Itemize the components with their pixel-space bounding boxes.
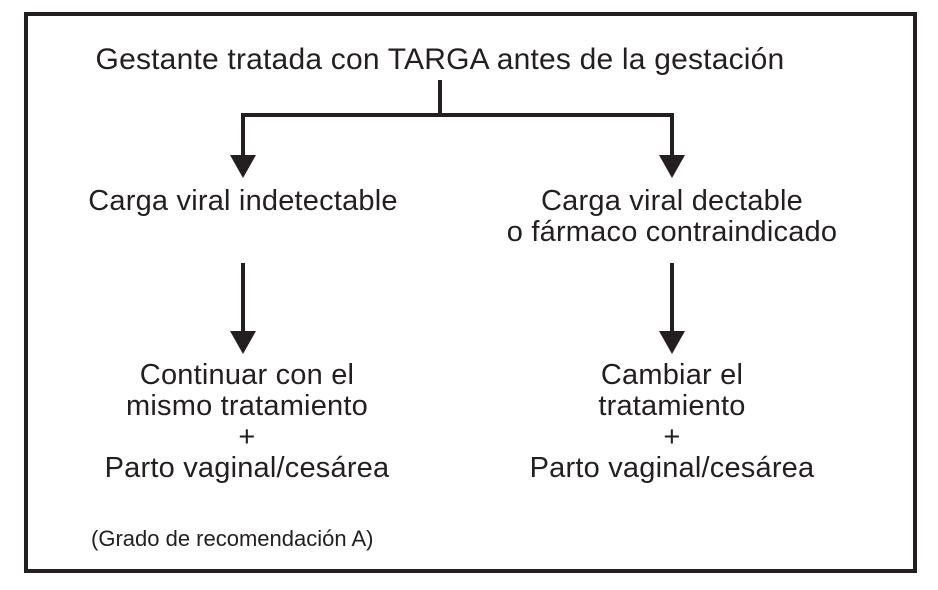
root-node: Gestante tratada con TARGA antes de la g… <box>0 42 880 78</box>
outcome-line: Cambiar el <box>600 359 744 391</box>
outcome-line: Continuar con el <box>139 359 355 391</box>
outcome-line: mismo tratamiento <box>126 390 368 422</box>
plus-sign: + <box>238 421 256 453</box>
condition-node-right: Carga viral dectable o fármaco contraind… <box>462 186 882 248</box>
condition-line: o fármaco contraindicado <box>506 216 838 248</box>
condition-node-left: Carga viral indetectable <box>33 186 453 217</box>
condition-line: Carga viral indetectable <box>88 185 398 217</box>
root-node-label: Gestante tratada con TARGA antes de la g… <box>95 43 785 76</box>
plus-sign: + <box>663 421 681 453</box>
diagram-border-frame <box>24 12 917 573</box>
outcome-node-right: Cambiar el tratamiento + Parto vaginal/c… <box>462 360 882 484</box>
outcome-line: tratamiento <box>598 390 746 422</box>
outcome-line: Parto vaginal/cesárea <box>529 452 815 484</box>
recommendation-grade-note: (Grado de recomendación A) <box>91 526 374 551</box>
condition-line: Carga viral dectable <box>541 185 803 217</box>
outcome-node-left: Continuar con el mismo tratamiento + Par… <box>37 360 457 484</box>
outcome-line: Parto vaginal/cesárea <box>104 452 390 484</box>
